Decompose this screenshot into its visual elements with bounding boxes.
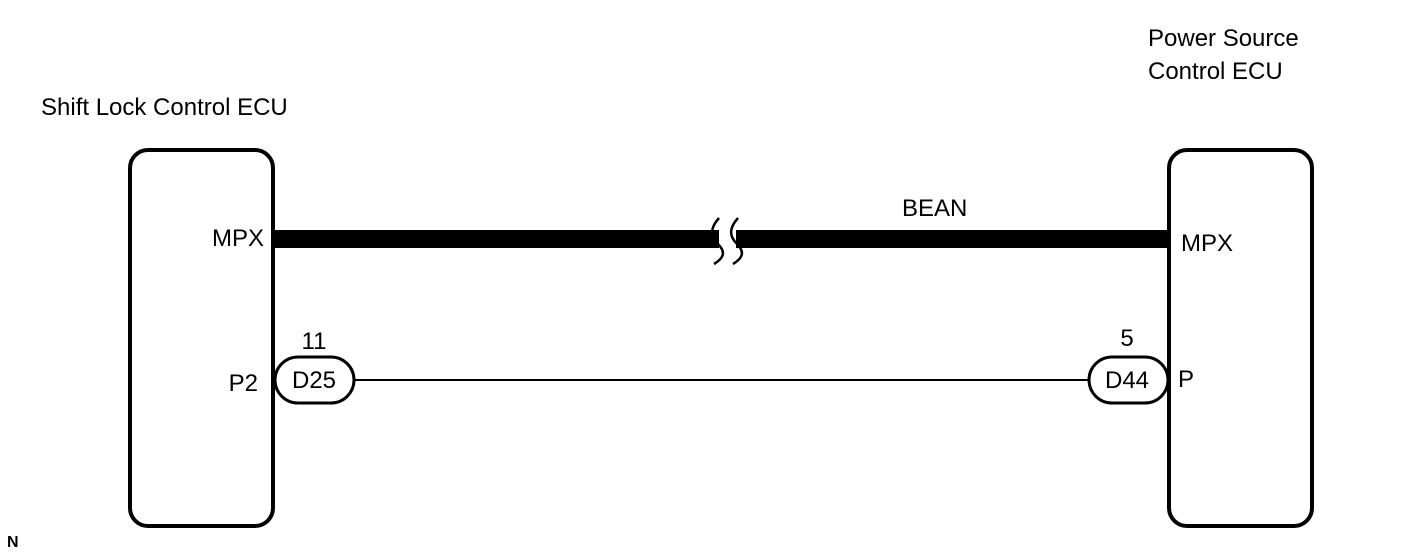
- connector-d44: [1087, 355, 1170, 405]
- right-ecu-title-line2: Control ECU: [1148, 58, 1283, 85]
- left-pin-mpx: MPX: [212, 225, 264, 252]
- right-pin-p: P: [1178, 366, 1194, 393]
- right-ecu-box: [1167, 148, 1314, 528]
- left-ecu-box: [128, 148, 275, 528]
- corner-code: N: [7, 534, 19, 551]
- bus-break-mark-left: [710, 217, 725, 266]
- right-pin-mpx: MPX: [1181, 230, 1233, 257]
- right-ecu-title-line1: Power Source: [1148, 25, 1299, 52]
- connector-code-d25: D25: [292, 367, 336, 394]
- left-ecu-title: Shift Lock Control ECU: [41, 94, 288, 121]
- pin-number-11: 11: [302, 328, 327, 355]
- pin-number-5: 5: [1120, 325, 1133, 352]
- bus-break-mark-right: [729, 217, 744, 266]
- connector-code-d44: D44: [1105, 367, 1149, 394]
- bus-label: BEAN: [902, 195, 967, 222]
- connector-d25: [273, 355, 356, 405]
- left-pin-p2: P2: [229, 370, 258, 397]
